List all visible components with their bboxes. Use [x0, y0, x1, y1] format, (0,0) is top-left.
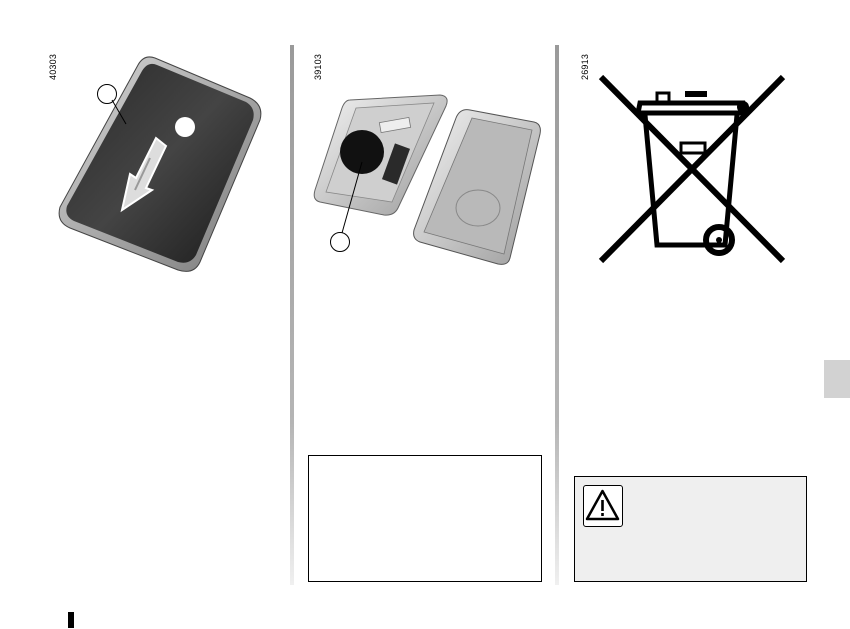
- column-divider: [290, 45, 294, 585]
- chapter-tab: [824, 360, 850, 398]
- figure-ref-26913: 26913: [580, 53, 590, 80]
- callout-1: [97, 84, 117, 104]
- note-box: [308, 455, 542, 582]
- crossed-bin-figure: [595, 74, 790, 267]
- key-card-figure: [50, 50, 270, 280]
- key-card-icon: [58, 56, 262, 272]
- warning-icon-frame: [583, 485, 623, 527]
- callout-2: [330, 232, 350, 252]
- battery-icon: [340, 130, 384, 174]
- column-divider: [555, 45, 559, 585]
- callout-2-leader: [341, 161, 363, 234]
- figure-ref-39103: 39103: [313, 53, 323, 80]
- key-card-open-figure: [310, 90, 545, 265]
- warning-triangle-icon: [585, 489, 620, 521]
- page-marker: [68, 612, 74, 628]
- warning-box: [574, 476, 807, 582]
- crossed-out-wheelie-bin-icon: [598, 74, 786, 264]
- callout-1-leader: [111, 99, 127, 125]
- key-card-open-icon: [313, 94, 541, 265]
